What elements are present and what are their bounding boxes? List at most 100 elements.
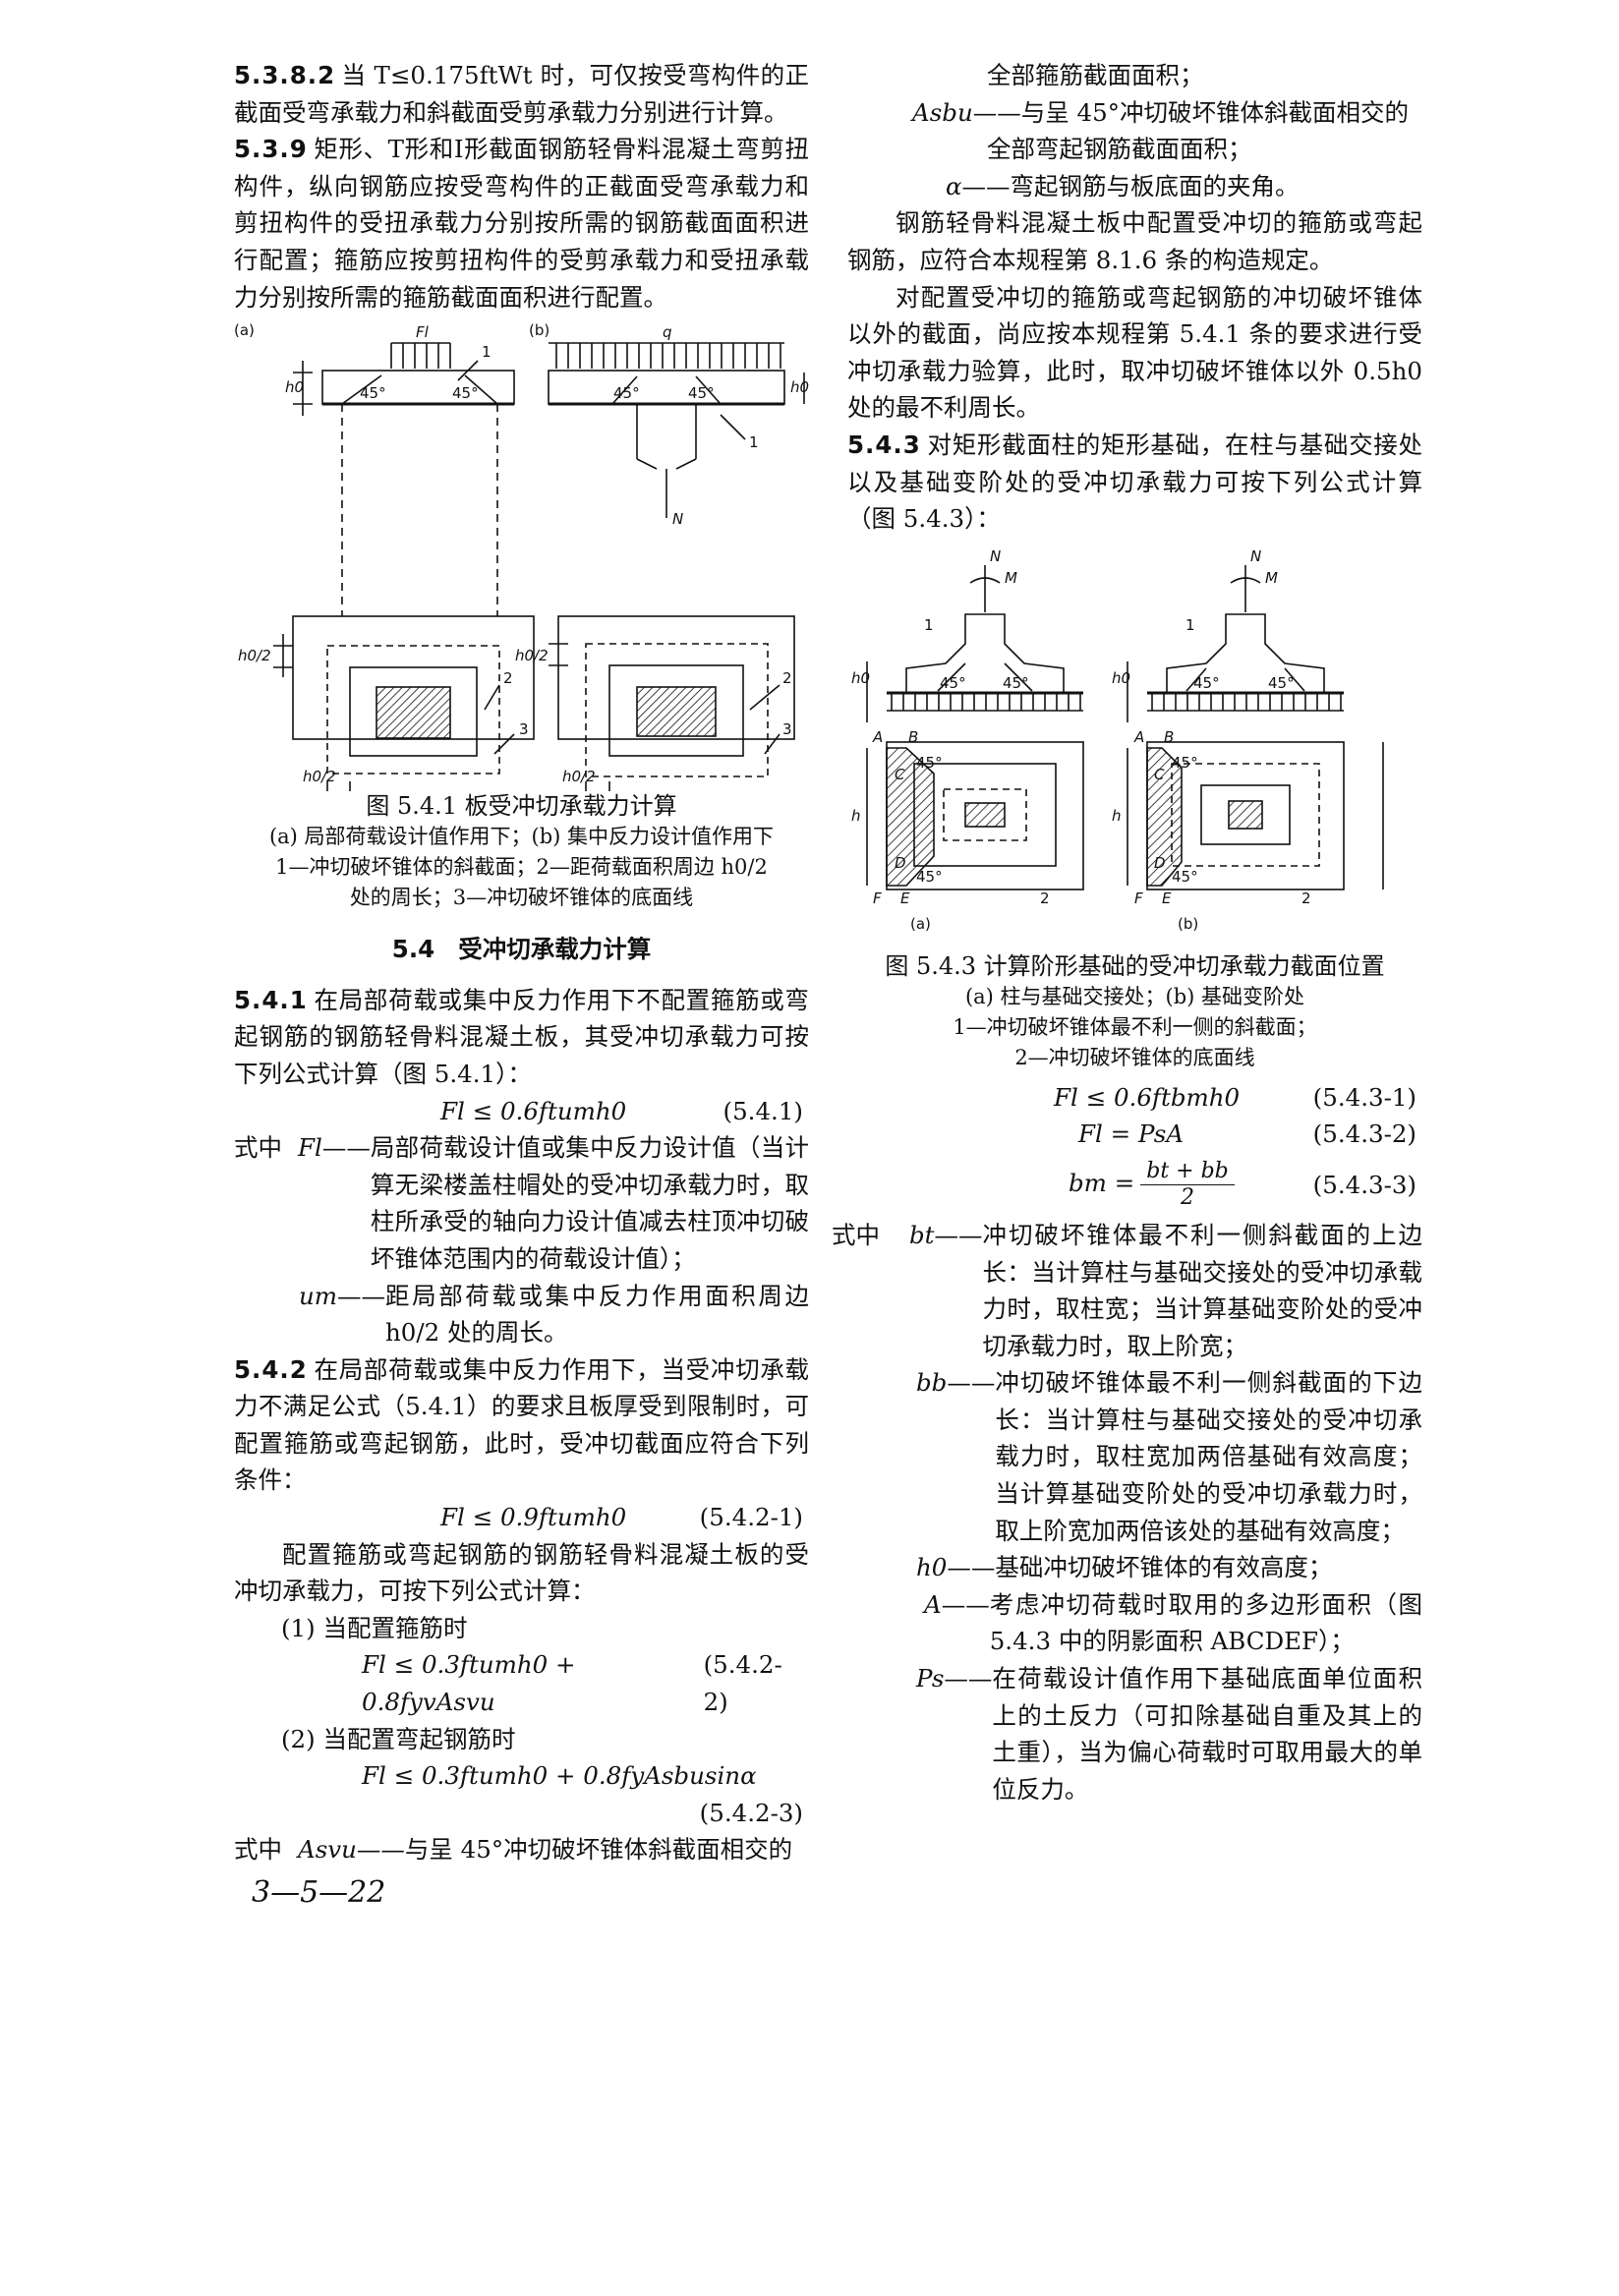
fig543-n2-b: 2 — [1301, 890, 1311, 907]
fig541-h0-b: h0 — [790, 378, 809, 396]
def-bb: bb——冲切破坏锥体最不利一侧斜截面的下边长：当计算柱与基础交接处的受冲切承载力… — [916, 1368, 1422, 1545]
fig541-h0half-a: h0/2 — [238, 647, 271, 664]
fig541-angle-b2: 45° — [688, 384, 715, 402]
figure-5-4-3: N M N M 45° 45° 45° 45° 45° 45° 45° 45° … — [847, 545, 1422, 934]
def-alpha: α——弯起钢筋与板底面的夹角。 — [946, 171, 1300, 201]
fig543-n1-a: 1 — [924, 616, 934, 634]
fig541-n3-b: 3 — [782, 720, 792, 738]
def-Asbu: Asbu——与呈 45°冲切破坏锥体斜截面相交的 — [912, 97, 1409, 127]
fig541-h0half-a2: h0/2 — [303, 768, 336, 785]
figure-5-4-3-drawing: N M N M 45° 45° 45° 45° 45° 45° 45° 45° … — [851, 547, 1384, 933]
fig543-M-b: M — [1265, 569, 1278, 587]
fig543-angle-b3: 45° — [1172, 754, 1198, 772]
fig543-angle-a1: 45° — [940, 674, 966, 692]
fig543-caption-1: (a) 柱与基础交接处；(b) 基础变阶处 — [964, 984, 1305, 1008]
fig541-h0half-b2: h0/2 — [562, 768, 596, 785]
formula-5-4-2-3-no: (5.4.2-3) — [699, 1798, 803, 1827]
fig543-C-a: C — [895, 766, 905, 783]
fig543-h-a: h — [851, 807, 861, 825]
def-Ps: Ps——在荷载设计值作用下基础底面单位面积上的土反力（可扣除基础自重及其上的土重… — [916, 1664, 1422, 1804]
fig541-angle-a1: 45° — [360, 384, 386, 402]
fig543-angle-a2: 45° — [1003, 674, 1029, 692]
fig543-B-a: B — [908, 728, 918, 746]
fig543-n1-b: 1 — [1185, 616, 1195, 634]
fig541-n3-a: 3 — [519, 720, 529, 738]
fig543-angle-b2: 45° — [1268, 674, 1295, 692]
fig541-caption-1: (a) 局部荷载设计值作用下；(b) 集中反力设计值作用下 — [268, 825, 775, 849]
fig543-M-a: M — [1005, 569, 1017, 587]
fig543-caption-3: 2—冲切破坏锥体的底面线 — [1014, 1045, 1255, 1069]
fig543-n2-a: 2 — [1040, 890, 1050, 907]
right-column: 全部箍筋截面面积； Asbu——与呈 45°冲切破坏锥体斜截面相交的 全部弯起钢… — [832, 57, 1422, 1808]
fig543-F-a: F — [873, 890, 882, 907]
para-b: 对配置受冲切的箍筋或弯起钢筋的冲切破坏锥体以外的截面，尚应按本规程第 5.4.1… — [847, 282, 1422, 423]
item-1: (1) 当配置箍筋时 — [281, 1613, 468, 1642]
formula-5-4-2-1: Fl ≤ 0.9ftumh0(5.4.2-1) — [440, 1503, 803, 1532]
fig543-B-b: B — [1164, 728, 1174, 746]
def-um: um——距局部荷载或集中反力作用面积周边 h0/2 处的周长。 — [299, 1281, 809, 1348]
fig543-E-a: E — [900, 890, 910, 907]
fig541-load-Fl: Fl — [416, 323, 430, 341]
fig543-label-b: (b) — [1178, 915, 1198, 933]
fig541-angle-b1: 45° — [613, 384, 640, 402]
fig541-angle-a2: 45° — [452, 384, 479, 402]
formula-5-4-1: Fl ≤ 0.6ftumh0(5.4.1) — [440, 1096, 803, 1125]
fig543-h0-a: h0 — [851, 669, 870, 687]
fig541-title: 图 5.4.1 板受冲切承载力计算 — [366, 792, 677, 821]
fig543-label-a: (a) — [910, 915, 931, 933]
fig541-n2-a: 2 — [503, 669, 513, 687]
fig543-A-b: A — [1133, 728, 1144, 746]
fig543-caption-2: 1—冲切破坏锥体最不利一侧的斜截面； — [953, 1014, 1317, 1039]
fig543-N-b: N — [1250, 547, 1261, 565]
def-A: A——考虑冲切荷载时取用的多边形面积（图 5.4.3 中的阴影面积 ABCDEF… — [924, 1589, 1422, 1656]
formula-5-4-2-2: Fl ≤ 0.3ftumh0 + 0.8fyvAsvu(5.4.2-2) — [362, 1650, 782, 1717]
fig543-N-a: N — [990, 547, 1001, 565]
item-2: (2) 当配置弯起钢筋时 — [281, 1724, 516, 1753]
fig543-angle-a3: 45° — [916, 754, 943, 772]
fig541-caption-2: 1—冲切破坏锥体的斜截面；2—距荷载面积周边 h0/2 — [275, 855, 768, 880]
fig541-h0half-b: h0/2 — [515, 647, 549, 664]
fig541-n1-b: 1 — [749, 433, 759, 451]
fig541-h0-a: h0 — [285, 378, 304, 396]
para-a: 钢筋轻骨料混凝土板中配置受冲切的箍筋或弯起钢筋，应符合本规程第 8.1.6 条的… — [847, 208, 1422, 274]
fig543-h0-b: h0 — [1112, 669, 1130, 687]
fig541-load-q: q — [663, 323, 672, 341]
fig543-C-b: C — [1154, 766, 1165, 783]
fig543-angle-a4: 45° — [916, 868, 943, 886]
fig543-h-b: h — [1112, 807, 1122, 825]
fig543-angle-b1: 45° — [1193, 674, 1220, 692]
def-Asvu-cont: 全部箍筋截面面积； — [987, 61, 1204, 89]
fig543-angle-b4: 45° — [1172, 868, 1198, 886]
formula-5-4-2-3: Fl ≤ 0.3ftumh0 + 0.8fyAsbusinα — [362, 1761, 757, 1791]
formula-5-4-3-1: Fl ≤ 0.6ftbmh0(5.4.3-1) — [1054, 1082, 1417, 1112]
fig541-N: N — [672, 510, 683, 528]
fig541-n1-a: 1 — [482, 343, 491, 361]
fig541-caption-3: 处的周长；3—冲切破坏锥体的底面线 — [349, 886, 694, 910]
fig543-F-b: F — [1134, 890, 1143, 907]
fig541-label-b: (b) — [529, 321, 549, 339]
fig543-D-a: D — [895, 854, 906, 872]
def-h0: h0——基础冲切破坏锥体的有效高度； — [916, 1553, 1333, 1582]
formula-5-4-3-2: Fl = PsA(5.4.3-2) — [1078, 1119, 1417, 1149]
clause-5-4-2-para: 配置箍筋或弯起钢筋的钢筋轻骨料混凝土板的受冲切承载力，可按下列公式计算： — [234, 1539, 809, 1606]
fig543-A-a: A — [872, 728, 883, 746]
fig543-title: 图 5.4.3 计算阶形基础的受冲切承载力截面位置 — [885, 951, 1385, 980]
fig541-n2-b: 2 — [782, 669, 792, 687]
figure-5-4-1-drawing: (a) (b) Fl q 45° 45° 45° 45° h0 h0 N 1 1… — [234, 321, 809, 792]
fig541-label-a: (a) — [234, 321, 255, 339]
def-Asbu-cont: 全部弯起钢筋截面面积； — [987, 135, 1252, 164]
fig543-E-b: E — [1162, 890, 1172, 907]
figure-5-4-1: (a) (b) Fl q 45° 45° 45° 45° h0 h0 N 1 1… — [234, 321, 809, 792]
fig543-D-b: D — [1154, 854, 1166, 872]
